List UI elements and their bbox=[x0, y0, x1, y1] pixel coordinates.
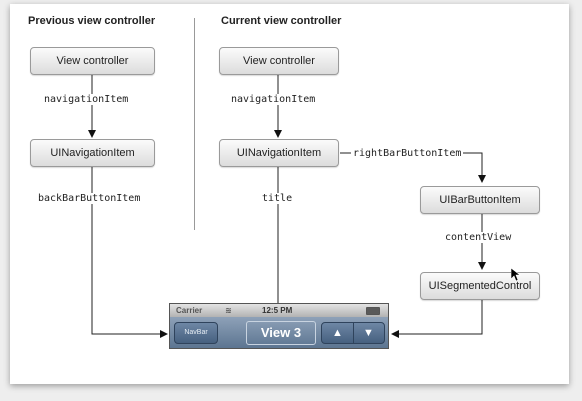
mouse-cursor-icon bbox=[511, 268, 521, 282]
iphone-navigation-bar-mockup: Carrier ≋ 12:5 PM NavBar View 3 ▲ ▼ bbox=[169, 303, 389, 349]
previous-view-controller-title: Previous view controller bbox=[28, 15, 156, 27]
right-bar-button-item-label: rightBarButtonItem bbox=[351, 148, 464, 159]
carrier-label: Carrier bbox=[176, 306, 203, 315]
status-bar: Carrier ≋ 12:5 PM bbox=[170, 304, 388, 317]
back-bar-button-item-label: backBarButtonItem bbox=[36, 193, 143, 204]
segmented-control[interactable]: ▲ ▼ bbox=[321, 322, 385, 344]
wifi-icon: ≋ bbox=[225, 306, 232, 315]
back-button[interactable]: NavBar bbox=[174, 322, 218, 344]
cur-navigation-item-box: UINavigationItem bbox=[219, 139, 339, 167]
status-time: 12:5 PM bbox=[262, 306, 293, 315]
navigation-bar: NavBar View 3 ▲ ▼ bbox=[170, 317, 388, 348]
battery-icon bbox=[366, 307, 380, 315]
connectors bbox=[88, 74, 486, 338]
segmented-control-box: UISegmentedControl bbox=[420, 272, 540, 300]
title-label: title bbox=[260, 193, 295, 204]
current-view-controller-title: Current view controller bbox=[221, 15, 342, 27]
cur-view-controller-box: View controller bbox=[219, 47, 339, 75]
prev-view-controller-box: View controller bbox=[30, 47, 155, 75]
cur-navigation-item-label: navigationItem bbox=[229, 94, 318, 105]
back-bar-button-line bbox=[91, 166, 168, 338]
segmented-control-line bbox=[391, 300, 483, 338]
prev-navigation-item-label: navigationItem bbox=[42, 94, 131, 105]
navigation-title: View 3 bbox=[246, 321, 316, 345]
segment-up-icon[interactable]: ▲ bbox=[322, 323, 354, 343]
segment-down-icon[interactable]: ▼ bbox=[363, 327, 374, 339]
prev-navigation-item-box: UINavigationItem bbox=[30, 139, 155, 167]
section-divider bbox=[194, 18, 195, 230]
bar-button-item-box: UIBarButtonItem bbox=[420, 186, 540, 214]
content-view-label: contentView bbox=[443, 232, 514, 243]
